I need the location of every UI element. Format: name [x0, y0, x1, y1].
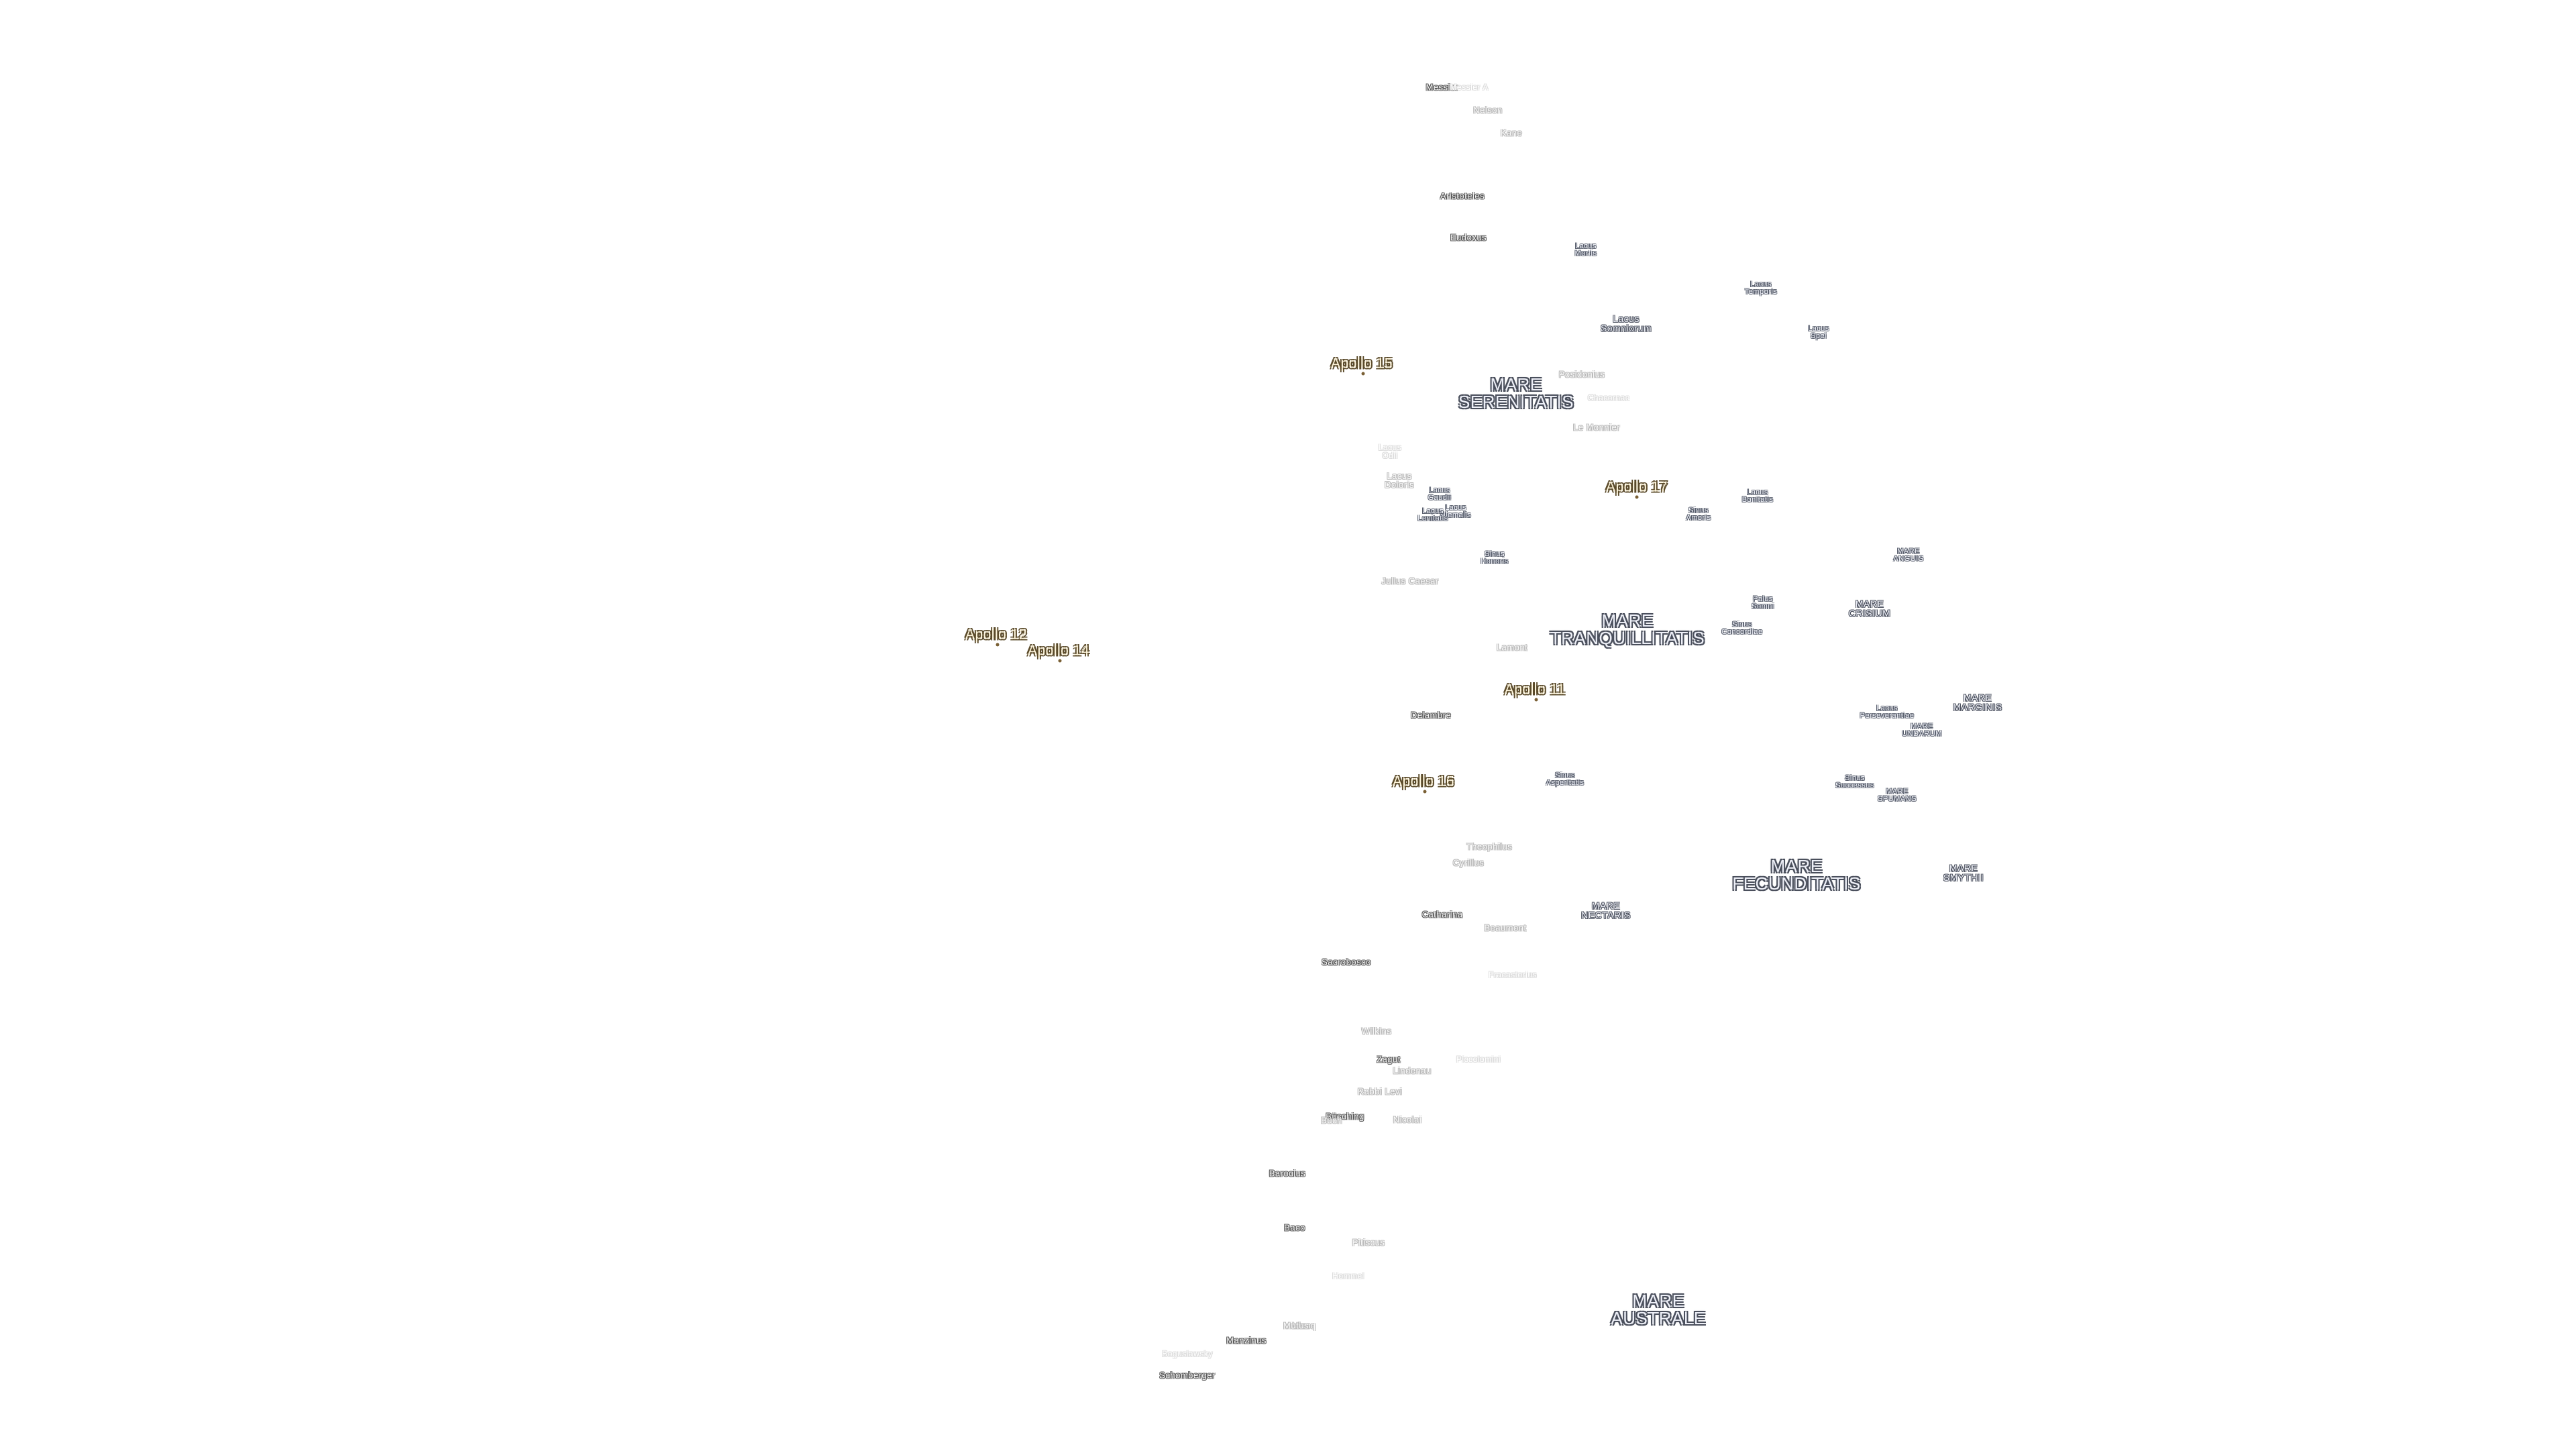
label-lamont: Lamont — [1496, 642, 1528, 653]
apollo-16-marker — [1423, 790, 1427, 794]
label-fracastorius: Fracastorius — [1488, 970, 1538, 979]
label-eudoxus: Eudoxus — [1450, 232, 1487, 243]
apollo-11-marker — [1534, 698, 1538, 702]
label-nelson: Nelson — [1473, 105, 1503, 115]
apollo-14-marker — [1058, 659, 1062, 663]
label-posidonius: Posidonius — [1558, 369, 1605, 380]
label-delambre: Delambre — [1410, 710, 1452, 720]
label-theophilus: Theophilus — [1466, 841, 1513, 852]
label-rabbi-levi: Rabbi Levi — [1357, 1086, 1403, 1097]
label-vlacq: Vlacq — [1292, 1320, 1316, 1331]
label-busching: Büsching — [1326, 1111, 1364, 1122]
label-hommel: Hommel — [1332, 1271, 1364, 1281]
label-le-monnier: Le Monnier — [1572, 422, 1621, 433]
label-catharina: Catharina — [1421, 909, 1463, 920]
label-buch: Buch — [1321, 1115, 1342, 1126]
label-messier-a: Messier A — [1450, 83, 1489, 92]
label-baco: Baco — [1284, 1222, 1305, 1233]
label-mutus: Mutus — [1283, 1320, 1309, 1331]
label-apollo-14: Apollo 14 — [1027, 643, 1090, 659]
label-messier: Messier — [1426, 82, 1459, 93]
label-manzinus: Manzinus — [1226, 1335, 1267, 1346]
label-zagut: Zagut — [1377, 1054, 1401, 1065]
label-pitiscus: Pitiscus — [1352, 1237, 1385, 1248]
label-piccolomini: Piccolomini — [1456, 1055, 1501, 1064]
apollo-17-marker — [1635, 495, 1639, 499]
label-apollo-11: Apollo 11 — [1504, 682, 1566, 698]
label-apollo-15: Apollo 15 — [1330, 356, 1393, 372]
label-apollo-17: Apollo 17 — [1605, 479, 1668, 495]
label-apollo-16: Apollo 16 — [1392, 773, 1455, 790]
label-apollo-12: Apollo 12 — [965, 627, 1028, 643]
label-boguslawsky: Boguslawsky — [1162, 1349, 1213, 1358]
apollo-12-marker — [996, 643, 1000, 647]
label-cyrillus: Cyrillus — [1452, 857, 1485, 868]
apollo-15-marker — [1361, 372, 1365, 376]
label-sacrobosco: Sacrobosco — [1322, 957, 1371, 967]
label-lindenau: Lindenau — [1393, 1065, 1432, 1076]
label-nicolai: Nicolai — [1393, 1114, 1422, 1125]
label-aristoteles: Aristoteles — [1440, 191, 1485, 201]
label-barocius: Barocius — [1269, 1168, 1306, 1179]
label-julius-caesar: Julius Caesar — [1381, 576, 1439, 586]
label-schomberger: Schomberger — [1159, 1370, 1216, 1381]
label-chacornac: Chacornac — [1587, 393, 1630, 402]
label-kane: Kane — [1500, 127, 1523, 138]
label-beaumont: Beaumont — [1484, 922, 1527, 933]
label-wilkins: Wilkins — [1361, 1026, 1392, 1036]
